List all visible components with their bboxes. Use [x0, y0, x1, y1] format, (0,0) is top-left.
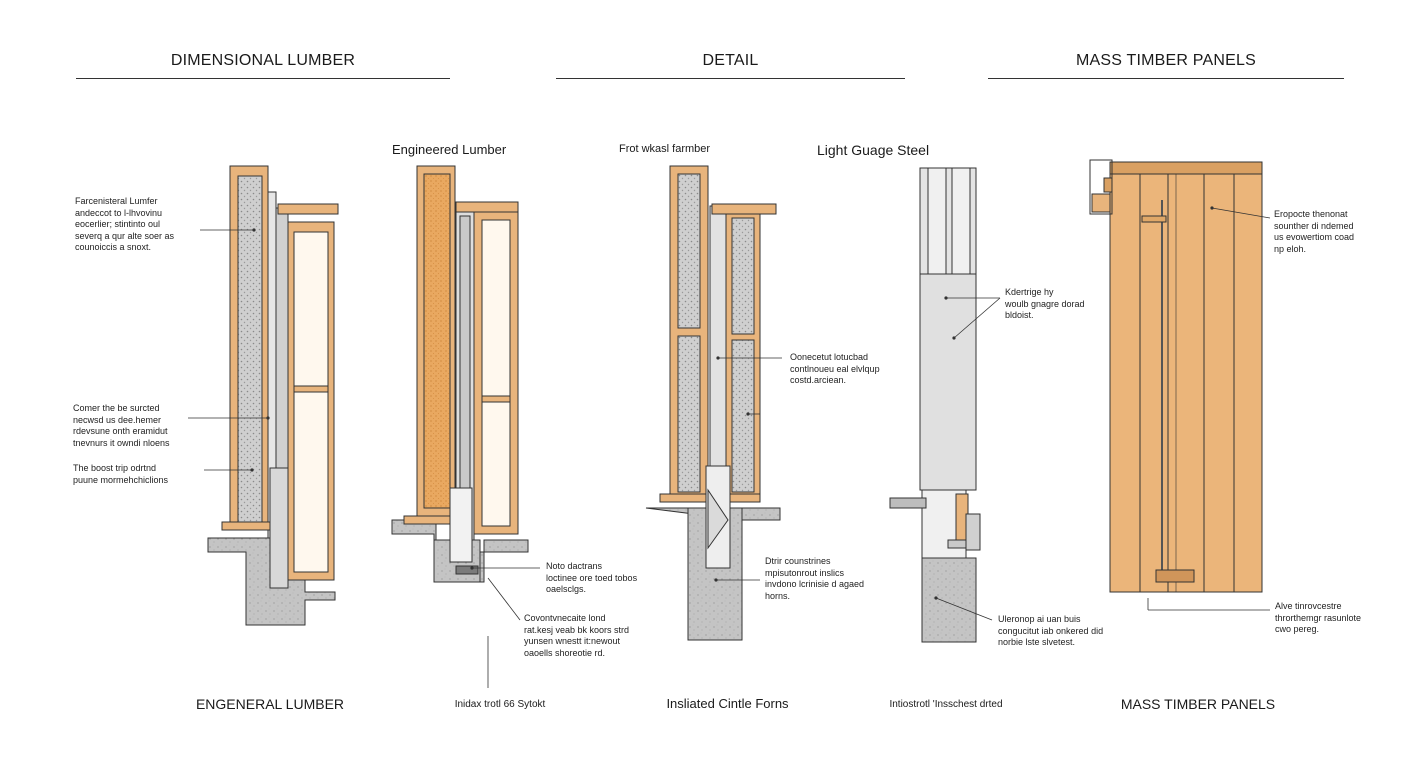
subtitle-light-gauge-steel: Light Guage Steel: [817, 142, 930, 158]
subtitle-frost-lumber: Frot wkasl farmber: [619, 143, 711, 155]
heading-rule-center: [556, 78, 905, 79]
heading-mass-timber-panels: MASS TIMBER PANELS: [1076, 52, 1256, 69]
note-foundation: Noto dactrans loctinee ore toed tobos oa…: [546, 561, 638, 594]
note-icf-form: Dtrir counstrines mpisutonrout inslics i…: [765, 556, 865, 601]
section-engineered-lumber: [391, 165, 529, 583]
note-steel-base: Uleronop ai uan buis congucitut iab onke…: [998, 614, 1104, 647]
footer-label-4: Intiostrotl 'Insschest drted: [889, 699, 1003, 710]
note-footing: Covontvnecaite lond rat.kesj veab bk koo…: [524, 613, 630, 658]
heading-rule-left: [76, 78, 450, 79]
note-dimensional-lumber: Farcenisteral Lumfer andeccot to l-lhvov…: [75, 196, 175, 252]
section-dimensional-lumber: [207, 165, 339, 626]
footer-label-2: Inidax trotl 66 Sytokt: [454, 699, 546, 710]
section-light-gauge-steel: [889, 167, 981, 643]
note-steel-stud: Kdertrige hy woulb gnagre dorad bldoist.: [1005, 287, 1085, 320]
note-clt-base: Alve tinrovcestre throrthemgr rasunlote …: [1275, 601, 1362, 634]
note-sill-plate: The boost trip odrtnd puune mormehchicli…: [73, 463, 169, 485]
note-sheathing: Comer the be surcted necwsd us dee.hemer…: [73, 403, 170, 448]
note-clt-panel: Eropocte thenonat sounther di ndemed us …: [1274, 209, 1355, 254]
footer-engineered-lumber: ENGENERAL LUMBER: [195, 696, 345, 712]
section-frost-lumber: [645, 165, 781, 641]
footer-mass-timber-panels: MASS TIMBER PANELS: [1120, 696, 1276, 712]
heading-dimensional-lumber: DIMENSIONAL LUMBER: [170, 52, 356, 69]
footer-insulated-concrete-forms: Insliated Cintle Forns: [666, 696, 789, 711]
section-mass-timber-panel: [1089, 159, 1263, 593]
note-continuous-insulation: Oonecetut lotucbad contlnoueu eal elvlqu…: [790, 352, 880, 385]
heading-detail: DETAIL: [702, 52, 759, 69]
heading-rule-right: [988, 78, 1344, 79]
subtitle-engineered-lumber: Engineered Lumber: [392, 142, 507, 157]
